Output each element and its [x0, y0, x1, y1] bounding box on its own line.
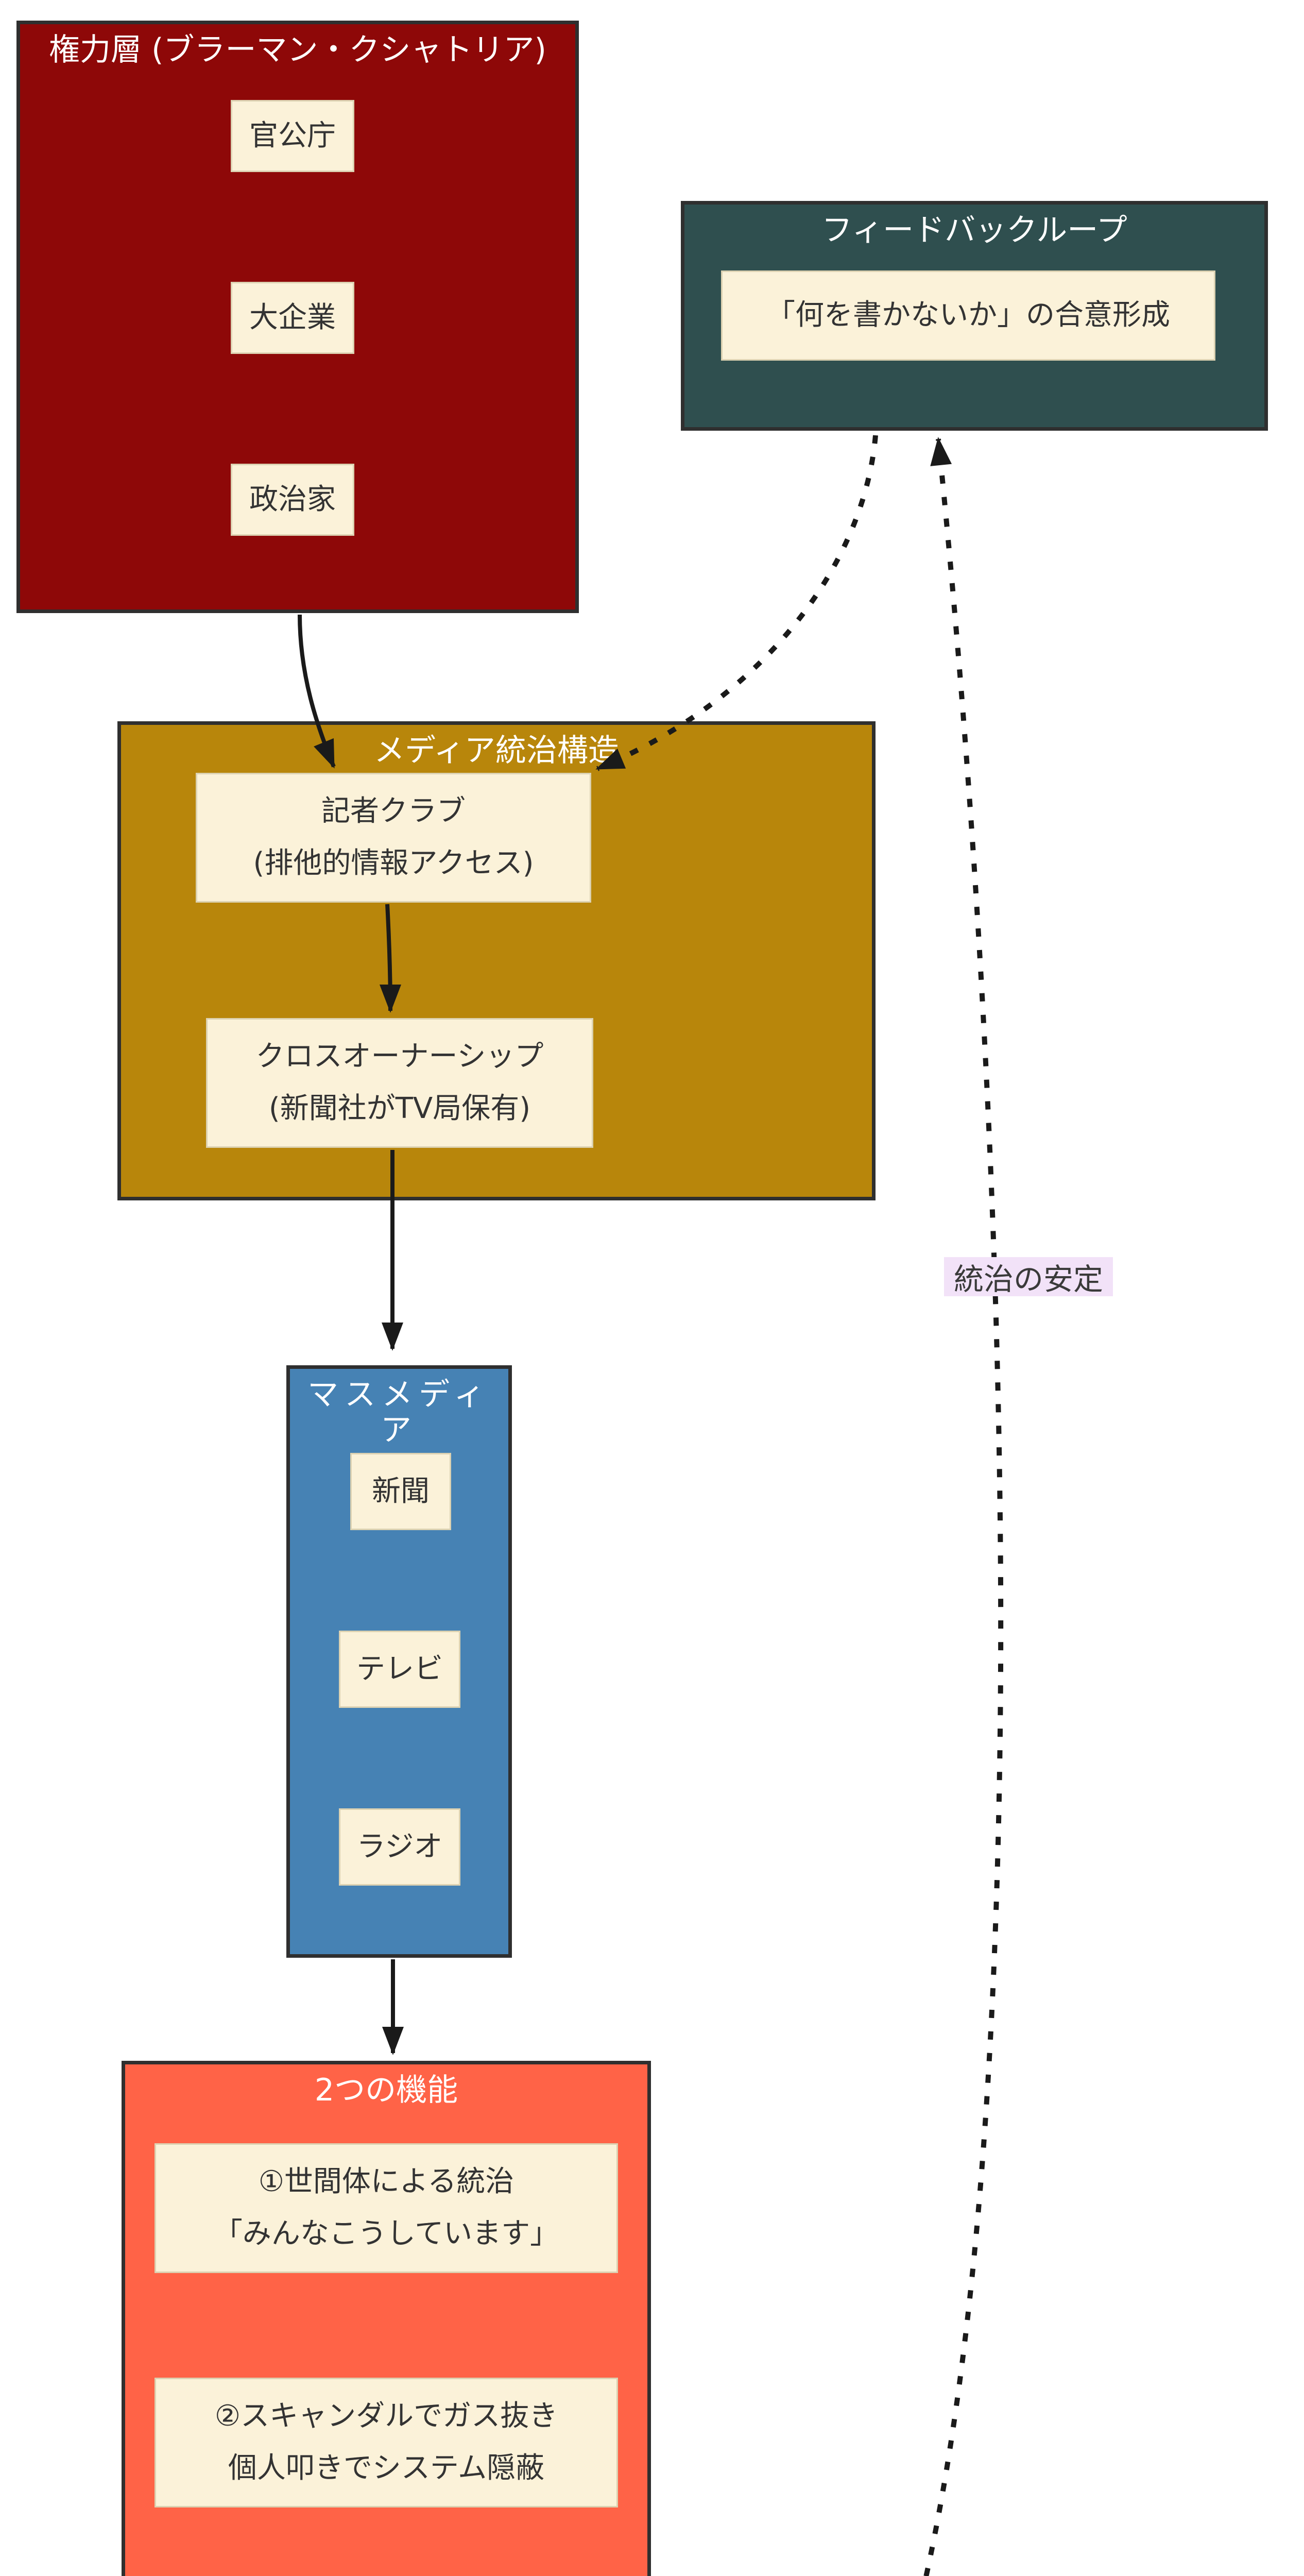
cluster-power-layer-title: 権力層 (ブラーマン・クシャトリア) — [49, 32, 546, 68]
cluster-media-governance-title: メディア統治構造 — [374, 733, 619, 769]
node-nondisclosure-consensus: 「何を書かないか」の合意形成 — [721, 270, 1215, 361]
cluster-feedback-loop-title: フィードバックループ — [821, 212, 1127, 248]
node-newspaper: 新聞 — [350, 1453, 451, 1530]
node-function-scandal-gas-release: ②スキャンダルでガス抜き 個人叩きでシステム隠蔽 — [155, 2378, 618, 2507]
cluster-two-functions-title: 2つの機能 — [314, 2072, 458, 2108]
node-cross-ownership: クロスオーナーシップ (新聞社がTV局保有) — [206, 1018, 593, 1148]
node-radio: ラジオ — [339, 1808, 460, 1886]
node-kisha-club: 記者クラブ (排他的情報アクセス) — [196, 773, 591, 903]
node-government-offices: 官公庁 — [231, 100, 354, 172]
edge-target-to-feedback — [923, 437, 1004, 2576]
edge-feedback-to-kisha-club — [595, 435, 878, 771]
node-function-governance-by-appearances: ①世間体による統治 「みんなこうしています」 — [155, 2143, 618, 2273]
node-politicians: 政治家 — [231, 464, 354, 536]
edge-label-governance-stability: 統治の安定 — [944, 1257, 1113, 1297]
node-television: テレビ — [339, 1631, 460, 1708]
cluster-mass-media-title: マスメディア — [307, 1377, 491, 1448]
node-big-business: 大企業 — [231, 282, 354, 354]
